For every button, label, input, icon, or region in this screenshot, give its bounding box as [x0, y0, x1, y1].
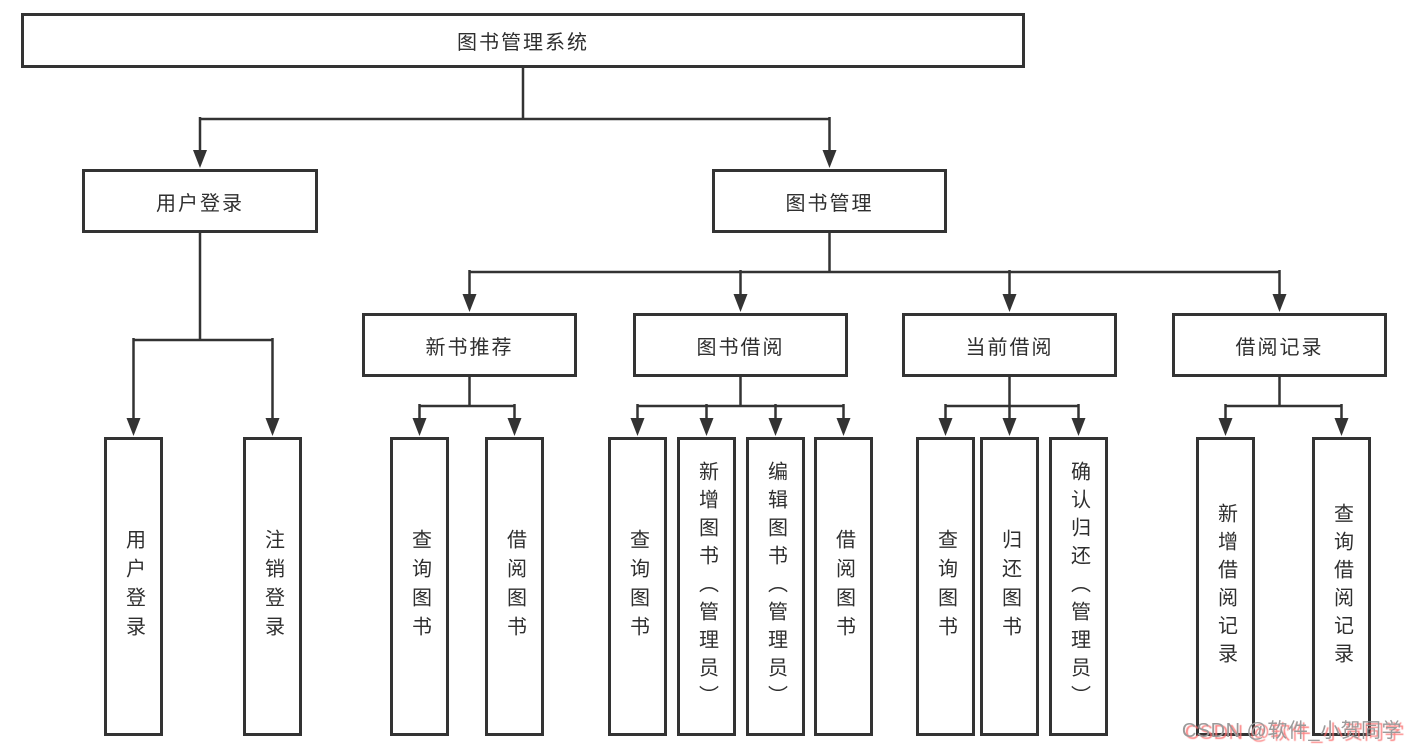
- leaf-logout: 注销登录: [243, 437, 302, 736]
- leaf-confirm-return-admin: 确认归还（管理员）: [1049, 437, 1108, 736]
- node-label: 新增借阅记录: [1214, 502, 1237, 671]
- node-label: 借阅图书: [832, 528, 855, 645]
- node-user-login: 用户登录: [82, 169, 318, 233]
- node-label: 查询图书: [408, 528, 431, 645]
- node-book-borrow: 图书借阅: [633, 313, 848, 377]
- node-borrow-records: 借阅记录: [1172, 313, 1387, 377]
- leaf-add-borrow-record: 新增借阅记录: [1196, 437, 1255, 736]
- node-label: 编辑图书（管理员）: [764, 460, 787, 713]
- node-label: 查询借阅记录: [1330, 502, 1353, 671]
- node-label: 图书管理: [785, 192, 874, 215]
- csdn-watermark: CSDN @软件_小贺同学: [1181, 720, 1402, 742]
- node-label: 图书管理系统: [457, 32, 589, 54]
- leaf-query-borrow-record: 查询借阅记录: [1312, 437, 1371, 736]
- leaf-borrow-query-books: 查询图书: [608, 437, 667, 736]
- node-label: 借阅记录: [1235, 336, 1324, 359]
- node-root-system: 图书管理系统: [21, 13, 1025, 68]
- node-label: 确认归还（管理员）: [1067, 460, 1090, 713]
- leaf-return-books: 归还图书: [980, 437, 1039, 736]
- leaf-user-login: 用户登录: [104, 437, 163, 736]
- node-label: 查询图书: [934, 528, 957, 645]
- leaf-recommend-query-books: 查询图书: [390, 437, 449, 736]
- node-label: 用户登录: [122, 528, 145, 645]
- node-label: 新增图书（管理员）: [695, 460, 718, 713]
- node-book-management: 图书管理: [712, 169, 947, 233]
- node-label: 注销登录: [261, 528, 284, 645]
- leaf-borrow-books: 借阅图书: [814, 437, 873, 736]
- node-label: 用户登录: [156, 192, 244, 215]
- node-current-borrow: 当前借阅: [902, 313, 1117, 377]
- leaf-add-books-admin: 新增图书（管理员）: [677, 437, 736, 736]
- node-label: 查询图书: [626, 528, 649, 645]
- node-label: 图书借阅: [696, 336, 785, 359]
- leaf-current-query-books: 查询图书: [916, 437, 975, 736]
- leaf-recommend-borrow-books: 借阅图书: [485, 437, 544, 736]
- node-new-book-recommend: 新书推荐: [362, 313, 577, 377]
- leaf-edit-books-admin: 编辑图书（管理员）: [746, 437, 805, 736]
- node-label: 借阅图书: [503, 528, 526, 645]
- node-label: 新书推荐: [425, 336, 514, 359]
- node-label: 归还图书: [998, 528, 1021, 645]
- node-label: 当前借阅: [965, 336, 1054, 359]
